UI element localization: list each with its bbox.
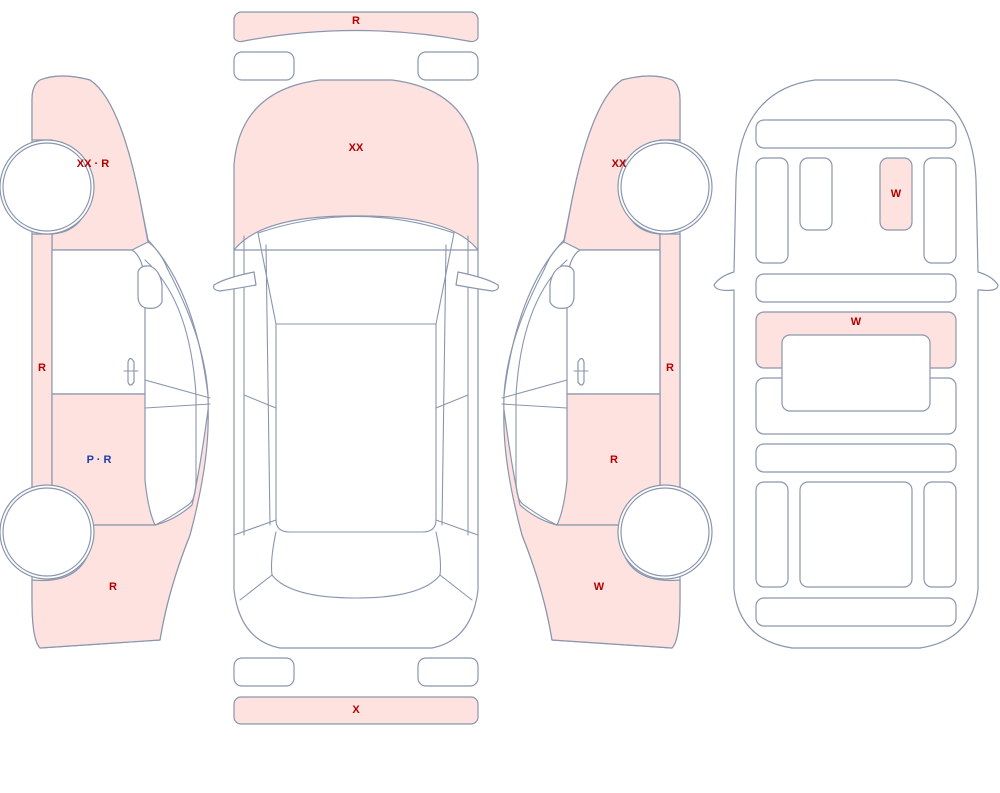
right-rear-quarter-code: W	[594, 581, 605, 593]
roof	[275, 323, 437, 533]
right-rear-wheel	[620, 487, 710, 577]
front-bumper-panel[interactable]	[233, 11, 479, 43]
left-rear-quarter-code: R	[109, 581, 117, 593]
left-rear-window-frame	[144, 259, 197, 526]
rear-left-light	[233, 657, 295, 687]
under-rear-panel	[755, 597, 957, 627]
door-lines	[265, 244, 447, 526]
right-rear-window-frame	[515, 259, 568, 526]
under-crossmember-code: W	[851, 316, 862, 328]
under-right-inner-panel[interactable]	[879, 157, 913, 231]
top-right-mirror[interactable]	[455, 271, 499, 292]
trunk-lines	[239, 574, 473, 601]
right-side-view: XX R R W	[501, 75, 713, 649]
top-body-outline	[233, 249, 479, 649]
left-rear-wheel	[2, 487, 92, 577]
rear-bumper-panel[interactable]	[233, 696, 479, 725]
right-mirror[interactable]	[549, 265, 575, 309]
rear-bumper-code: X	[352, 704, 360, 716]
underside-view: W W	[713, 79, 999, 649]
under-rear-center	[799, 481, 913, 588]
front-bumper-code: R	[352, 15, 360, 27]
left-rear-quarter-panel[interactable]	[31, 409, 209, 649]
right-front-wheel	[620, 142, 710, 232]
hood-code: XX	[349, 142, 364, 154]
rear-window	[270, 531, 442, 599]
under-rear-floor-code: W	[891, 188, 902, 200]
right-b-pillar	[501, 379, 568, 409]
left-b-pillar	[144, 379, 211, 409]
top-left-mirror[interactable]	[213, 271, 257, 292]
right-rear-quarter-panel[interactable]	[503, 409, 681, 649]
hood-panel[interactable]	[233, 79, 479, 251]
rear-right-light	[417, 657, 479, 687]
right-front-fender-panel[interactable]	[563, 75, 681, 251]
under-right-rail	[923, 157, 957, 264]
front-right-light	[417, 51, 479, 81]
left-rear-door-code: P · R	[87, 454, 112, 466]
b-pillars	[243, 394, 469, 409]
under-front-panel	[755, 119, 957, 149]
left-side-view: XX · R R P · R R	[0, 75, 211, 649]
under-crossmember-front	[755, 273, 957, 303]
left-front-wheel	[2, 142, 92, 232]
under-rear-left-rail	[755, 481, 789, 588]
right-windshield-edge	[503, 241, 565, 396]
under-center-tunnel	[781, 334, 931, 412]
windshield-top	[257, 216, 455, 234]
right-door-handle[interactable]	[577, 357, 585, 386]
left-front-fender-code: XX · R	[77, 158, 109, 170]
under-rear-right-rail	[923, 481, 957, 588]
left-windshield-edge	[147, 241, 209, 396]
left-door-handle[interactable]	[127, 357, 135, 386]
under-crossmember-rear	[755, 443, 957, 473]
left-front-fender-panel[interactable]	[31, 75, 149, 251]
left-rocker-code: R	[38, 362, 46, 374]
right-front-fender-code: XX	[612, 158, 627, 170]
right-rocker-code: R	[666, 362, 674, 374]
under-left-rail	[755, 157, 789, 264]
under-left-inner	[799, 157, 833, 231]
top-view: R XX X	[213, 11, 499, 725]
front-left-light	[233, 51, 295, 81]
right-rear-door-code: R	[610, 454, 618, 466]
c-pillars	[233, 519, 479, 536]
left-mirror[interactable]	[137, 265, 163, 309]
